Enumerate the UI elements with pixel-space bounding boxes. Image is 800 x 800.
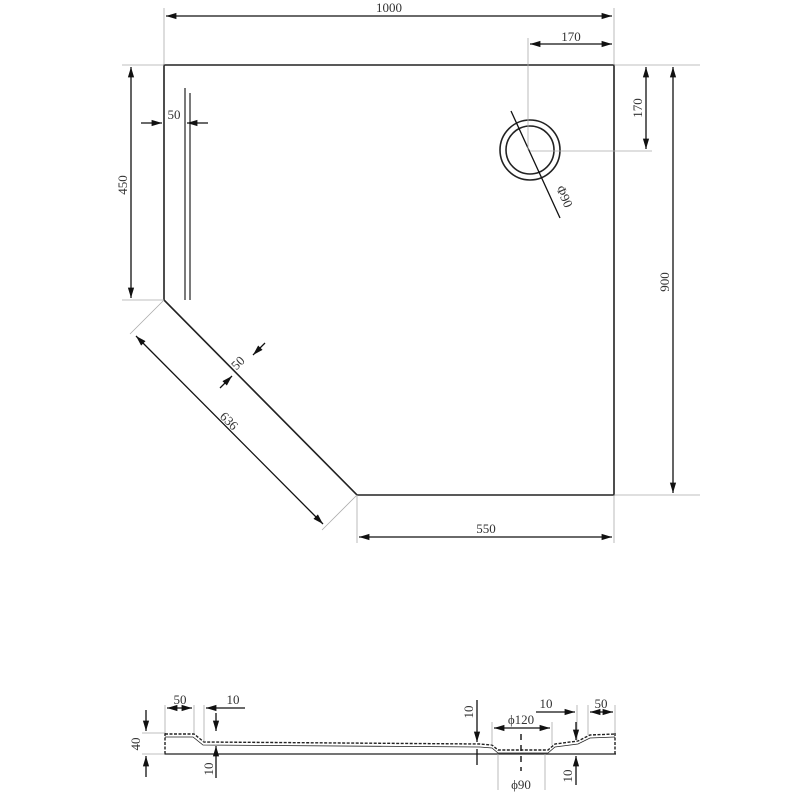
bottom-side-label: 550 xyxy=(476,521,496,536)
diagonal-side-label: 636 xyxy=(217,409,242,434)
section-drain-recess-bottom-label: ϕ90 xyxy=(511,777,531,792)
diagonal-side-dimension-line xyxy=(135,335,324,525)
depth-label: 900 xyxy=(657,272,672,292)
section-surface-profile xyxy=(165,733,616,751)
section-left-rim-label: 50 xyxy=(174,692,187,707)
width-label: 1000 xyxy=(376,0,402,15)
section-right-depth-bottom-label: 10 xyxy=(560,770,575,783)
drain-diameter-dimension-line xyxy=(510,110,561,219)
drain-offset-y-label: 170 xyxy=(630,98,645,118)
section-left-depth-label: 10 xyxy=(201,763,216,776)
extension-line xyxy=(321,494,358,531)
left-side-label: 450 xyxy=(115,175,130,195)
section-view: 40 50 10 10 10 ϕ120 ϕ90 10 50 xyxy=(128,692,616,792)
rim-width-diagonal-arrow xyxy=(219,375,233,389)
section-right-step-label: 10 xyxy=(540,696,553,711)
plan-view: Φ90 1000 170 170 900 450 50 50 xyxy=(115,0,700,543)
section-right-depth-top-label: 10 xyxy=(461,706,476,719)
drain-outer-circle xyxy=(499,119,561,181)
rim-width-left-label: 50 xyxy=(168,107,181,122)
drain-inner-circle xyxy=(505,125,555,175)
section-surface-profile-under xyxy=(165,736,616,754)
section-drain-recess-top-label: ϕ120 xyxy=(508,712,534,727)
section-right-rim-label: 50 xyxy=(595,696,608,711)
section-height-label: 40 xyxy=(128,738,143,751)
rim-width-diagonal-arrow xyxy=(252,342,266,356)
tray-outer-outline xyxy=(163,64,615,496)
rim-width-diagonal-label: 50 xyxy=(228,353,248,373)
section-left-step-label: 10 xyxy=(227,692,240,707)
extension-line xyxy=(129,299,165,335)
drain-diameter-label: Φ90 xyxy=(553,183,576,210)
drain-offset-x-label: 170 xyxy=(561,29,581,44)
